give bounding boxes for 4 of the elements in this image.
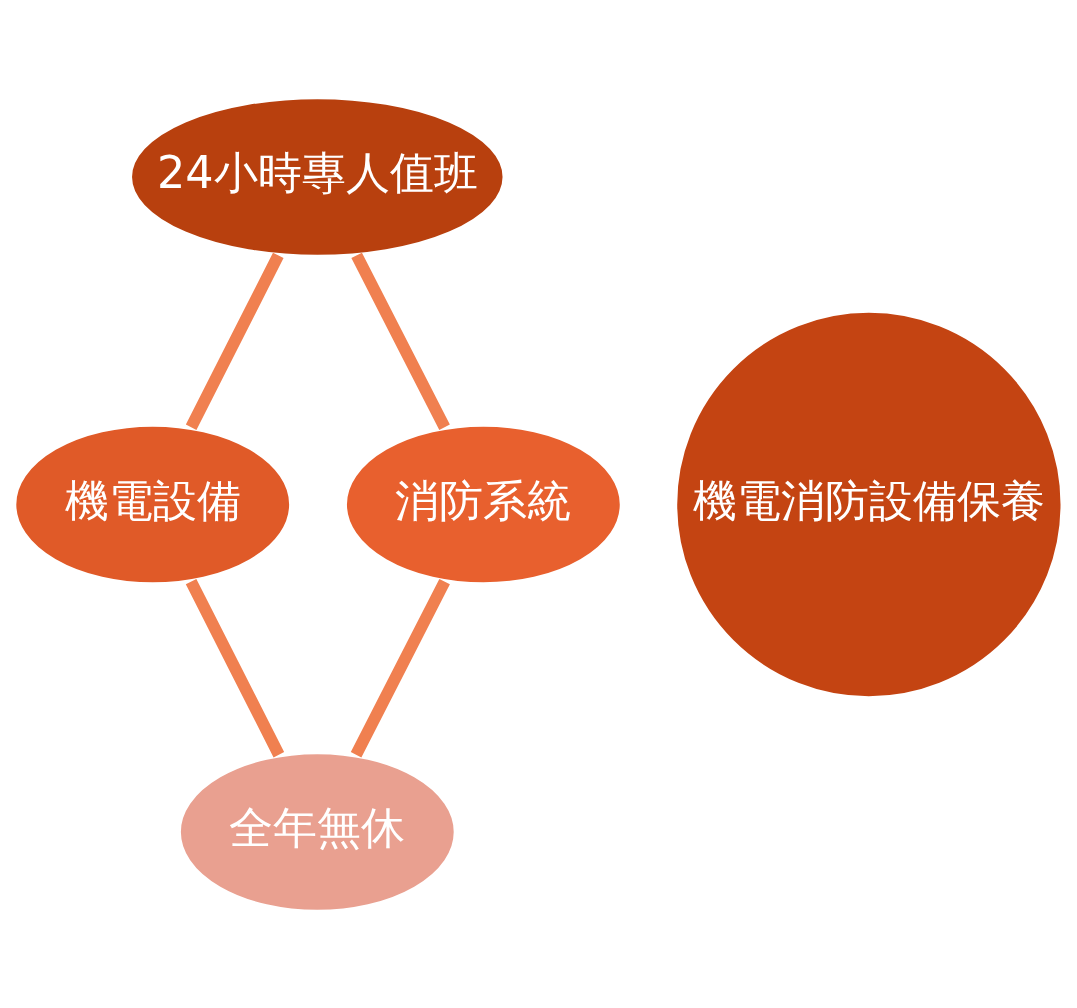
connector (185, 252, 284, 430)
connector (351, 252, 450, 430)
connector (350, 578, 450, 757)
connector (185, 578, 285, 757)
